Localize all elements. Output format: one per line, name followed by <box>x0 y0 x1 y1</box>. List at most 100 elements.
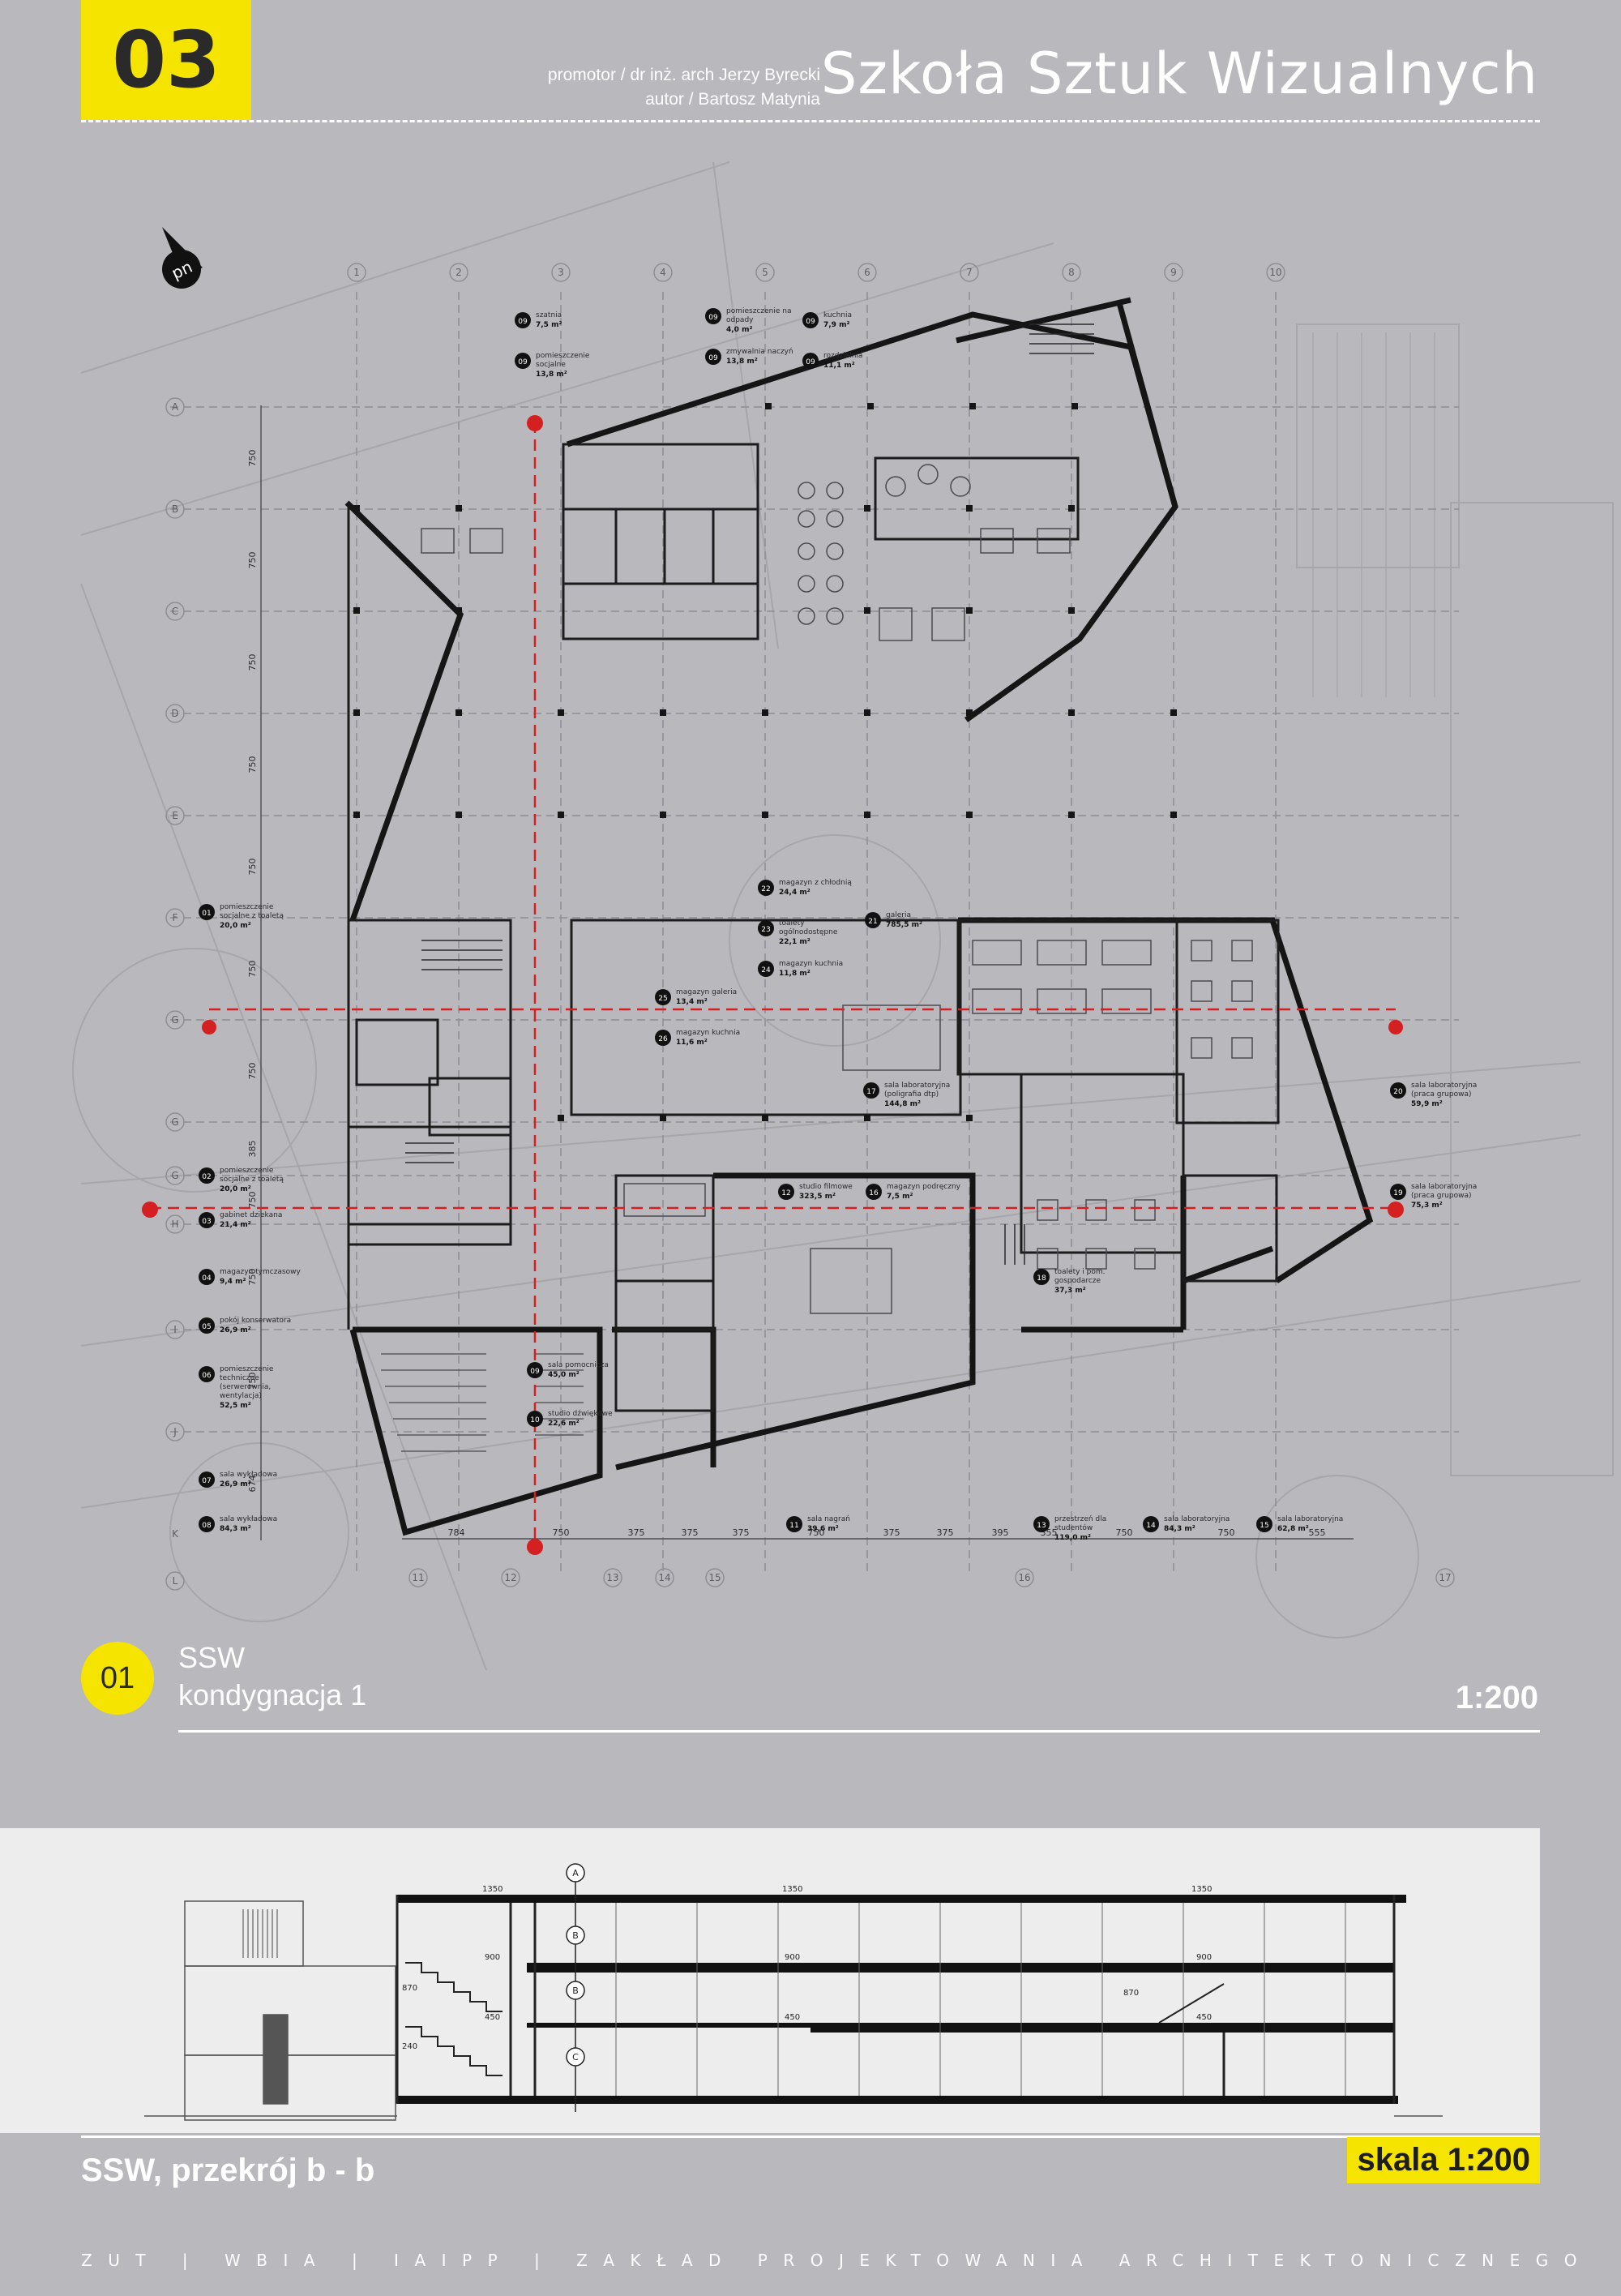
header-divider <box>81 120 1540 122</box>
grid-col-6: 6 <box>864 267 870 278</box>
section-dim-2: 1350 <box>782 1885 802 1894</box>
grid-row-e: E <box>172 810 178 821</box>
room-number: 25 <box>658 995 667 1003</box>
room-number-badge <box>527 1362 543 1378</box>
section-cut-lines <box>150 422 1396 1549</box>
room-number: 23 <box>761 926 770 934</box>
room-area: 37,3 m² <box>1054 1287 1086 1295</box>
room-number-badge <box>786 1516 802 1532</box>
room-name: wentylacja) <box>220 1392 262 1400</box>
dim-h-2: 750 <box>553 1527 570 1538</box>
room-number: 14 <box>1146 1522 1156 1530</box>
room-name: (serwerownia, <box>220 1383 271 1391</box>
room-number-badge <box>865 912 881 928</box>
room-name: magazyn tymczasowy <box>220 1268 301 1276</box>
section-level-c: C <box>572 2052 579 2063</box>
room-name: sala laboratoryjna <box>1164 1515 1230 1523</box>
room-area: 21,4 m² <box>220 1221 251 1229</box>
room-number: 09 <box>806 358 815 366</box>
dim-v-11: 750 <box>247 1373 258 1390</box>
room-number-badge <box>199 1471 215 1488</box>
section-dimensions: 1350 1350 1350 900 900 900 870 450 450 4… <box>402 1885 1212 2051</box>
room-area: 11,8 m² <box>779 970 810 978</box>
room-number-badge <box>199 1167 215 1184</box>
dim-h-3: 375 <box>628 1527 645 1538</box>
grid-col-16: 16 <box>1018 1572 1030 1583</box>
room-number-badge <box>515 312 531 328</box>
grid-col-7: 7 <box>966 267 973 278</box>
dim-v-4: 750 <box>247 756 258 773</box>
grid-axis-labels <box>165 263 1455 1591</box>
room-number: 09 <box>518 318 528 326</box>
room-area: 7,5 m² <box>536 321 562 329</box>
room-number: 15 <box>1260 1522 1268 1530</box>
room-area: 323,5 m² <box>799 1193 836 1201</box>
room-name: socjalne z toaletą <box>220 1176 284 1184</box>
room-number: 08 <box>202 1522 212 1530</box>
interior-walls <box>347 443 1280 1412</box>
room-number-badge <box>1390 1184 1406 1200</box>
room-number: 05 <box>202 1323 211 1331</box>
room-name: (poligrafia dtp) <box>884 1090 939 1099</box>
section-dim-3: 1350 <box>1191 1885 1212 1894</box>
room-area: 84,3 m² <box>1164 1525 1195 1533</box>
dim-v-1: 750 <box>247 450 258 467</box>
dim-h-4: 375 <box>682 1527 699 1538</box>
grid-row-d: D <box>171 708 178 719</box>
grid-col-1: 1 <box>353 267 360 278</box>
room-name: sala wykładowa <box>220 1515 277 1523</box>
room-name: sala laboratoryjna <box>884 1082 950 1090</box>
room-number-badge <box>527 1411 543 1427</box>
room-name: zmywalnia naczyń <box>726 348 793 356</box>
dim-v-8: 385 <box>247 1141 258 1158</box>
room-name: studio dźwiękowe <box>548 1410 613 1418</box>
dim-v-2: 750 <box>247 552 258 569</box>
room-number: 11 <box>789 1522 798 1530</box>
dim-v-3: 750 <box>247 654 258 671</box>
grid-row-f: F <box>173 912 178 923</box>
room-area: 39,6 m² <box>807 1525 839 1533</box>
room-number: 19 <box>1393 1189 1403 1197</box>
room-area: 45,0 m² <box>548 1371 580 1379</box>
room-number-badge <box>1256 1516 1272 1532</box>
section-title: SSW, przekrój b - b <box>81 2152 375 2188</box>
dim-h-1: 784 <box>448 1527 465 1538</box>
room-name: pomieszczenie <box>220 1167 274 1175</box>
section-dim-8: 450 <box>485 2013 500 2022</box>
room-area: 11,6 m² <box>676 1039 708 1047</box>
dim-h-8: 375 <box>937 1527 954 1538</box>
grid-row-g2: G <box>171 1116 178 1128</box>
room-number-badge <box>199 1317 215 1334</box>
room-area: 4,0 m² <box>726 326 752 334</box>
section-dim-10: 450 <box>1196 2013 1212 2022</box>
section-dim-6: 900 <box>1196 1953 1212 1962</box>
room-label: 14 sala laboratoryjna 84,3 m² <box>1143 1515 1230 1533</box>
dim-h-9: 395 <box>992 1527 1009 1538</box>
section-cut-markers <box>142 415 1404 1555</box>
room-area: 84,3 m² <box>220 1525 251 1533</box>
room-name: studio filmowe <box>799 1183 853 1191</box>
room-number: 26 <box>658 1035 668 1043</box>
section-walls <box>396 1895 1396 2104</box>
section-drawing-panel: A B B C 1350 1350 1350 900 900 900 870 4… <box>0 1828 1540 2133</box>
room-number: 20 <box>1393 1088 1403 1096</box>
room-name: pomieszczenie <box>220 903 274 911</box>
site-context <box>72 161 1614 1671</box>
grid-col-13: 13 <box>606 1572 618 1583</box>
section-elevation-backdrop <box>144 1900 1443 2121</box>
grid-row-a: A <box>172 401 179 413</box>
room-number: 01 <box>202 910 211 918</box>
